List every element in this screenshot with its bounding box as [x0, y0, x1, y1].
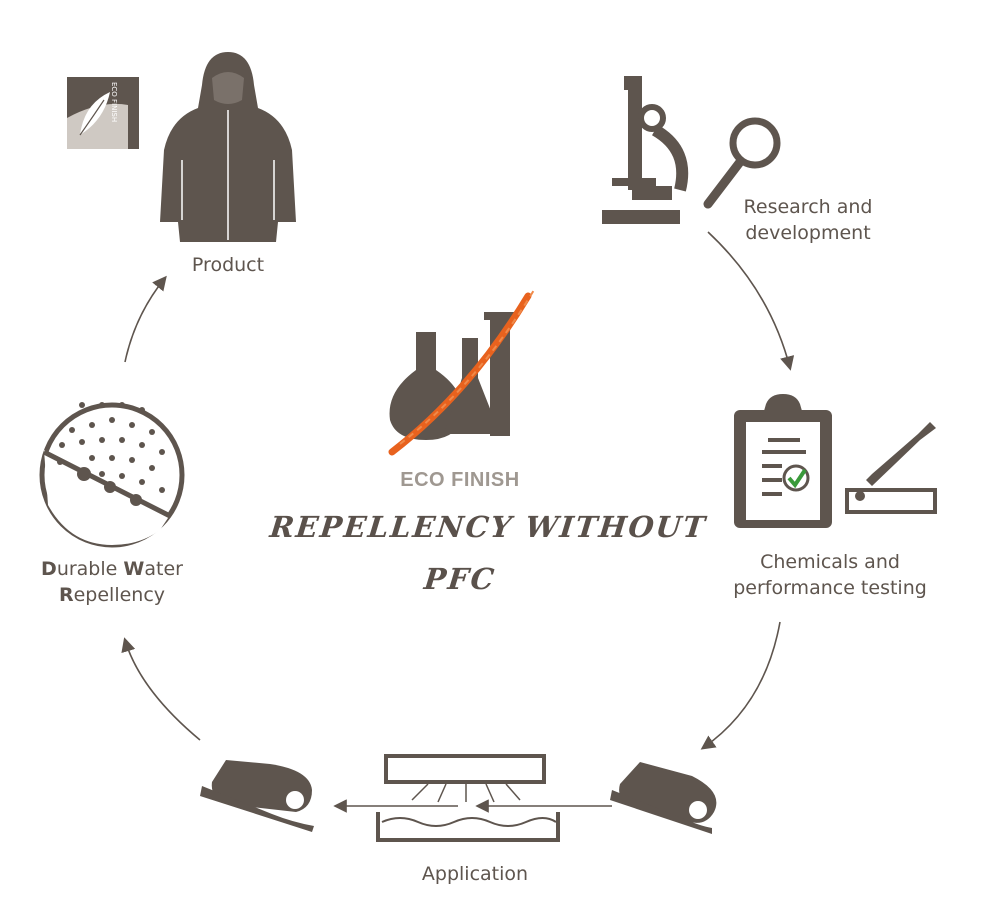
dropper-icon — [845, 422, 937, 514]
fabric-roll-right-icon — [610, 762, 717, 834]
research-label: Research and development — [728, 194, 888, 246]
chemicals-label-line2: performance testing — [733, 577, 927, 599]
slogan-line1: REPELLENCY WITHOUT — [268, 510, 709, 544]
water-repellency-icon — [39, 402, 185, 548]
arrow-application-to-dwr — [121, 637, 201, 741]
arrow-chemicals-to-application — [700, 621, 781, 750]
eco-finish-badge-icon — [67, 77, 139, 149]
jacket-icon — [160, 52, 296, 242]
dwr-label-line1: Durable Water — [41, 558, 183, 580]
badge-text: ECO FINISH — [110, 82, 118, 123]
chemicals-label-line1: Chemicals and — [760, 551, 900, 573]
dwr-label: Durable Water Repellency — [22, 556, 202, 608]
product-label: Product — [191, 254, 265, 276]
lab-flasks-icon — [389, 312, 516, 440]
application-label: Application — [421, 863, 529, 885]
chemicals-label: Chemicals and performance testing — [720, 549, 940, 601]
clipboard-icon — [734, 394, 832, 528]
dwr-label-line2: Repellency — [58, 584, 166, 606]
arrow-research-to-chemicals — [707, 231, 795, 371]
microscope-icon — [602, 76, 689, 224]
research-label-line1: Research and — [743, 196, 873, 218]
fabric-roll-left-icon — [200, 760, 314, 832]
research-label-line2: development — [745, 222, 871, 244]
cycle-arrows — [121, 231, 795, 750]
slogan-line2: PFC — [422, 562, 498, 596]
arrow-dwr-to-product — [124, 275, 167, 363]
eco-finish-title: ECO FINISH — [400, 469, 520, 491]
coating-bath-icon — [376, 754, 560, 842]
magnifier-icon — [703, 117, 781, 209]
